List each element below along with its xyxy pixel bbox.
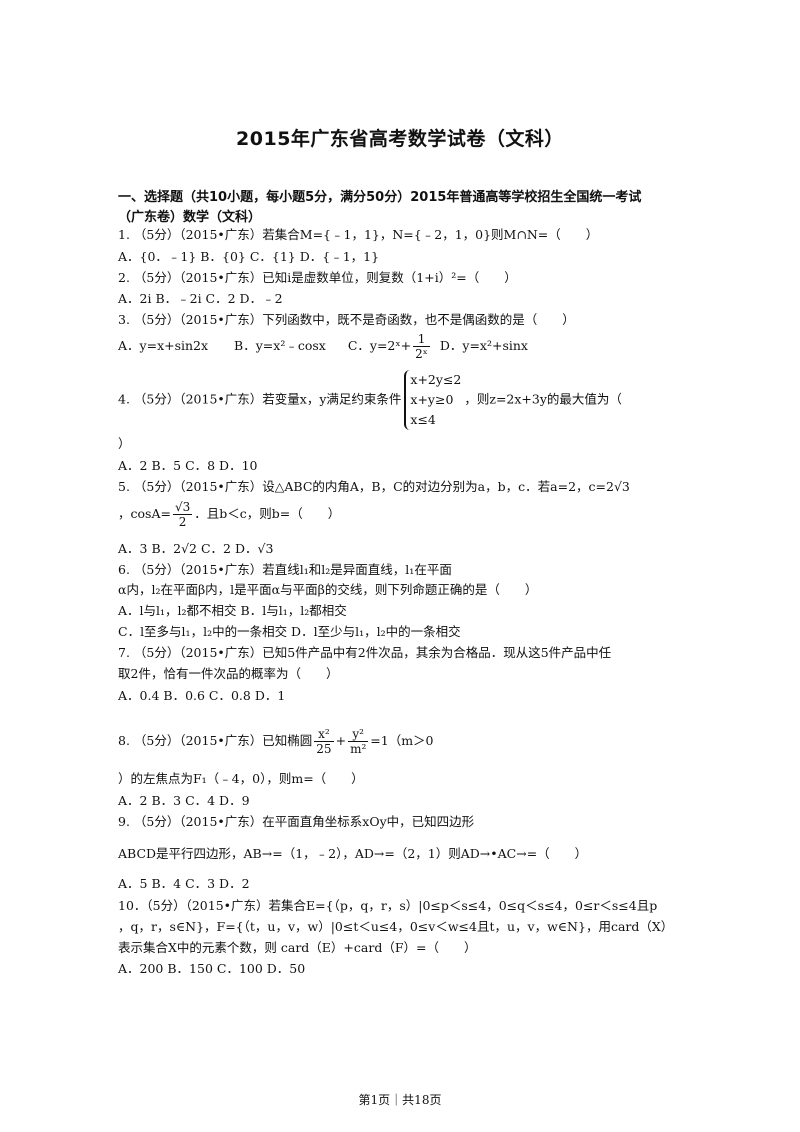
question-10-stem-2: ，q，r，s∈N}，F={（t，u，v，w）|0≤t＜u≤4，0≤v＜w≤4且t… <box>118 919 674 934</box>
q4-constraint-1: x+2y≤2 <box>410 372 462 387</box>
question-8-stem-2: ）的左焦点为F₁（﹣4，0），则m=（ ） <box>118 771 364 786</box>
q5-frac-numerator: √3 <box>172 500 193 515</box>
question-4-stem-end: ） <box>118 436 131 451</box>
q8-stem-suffix: =1（m＞0 <box>370 733 434 748</box>
section-heading-line1: 一、选择题（共10小题，每小题5分，满分50分）2015年普通高等学校招生全国统… <box>118 190 642 205</box>
question-2-stem: 2. （5分）（2015•广东）已知i是虚数单位，则复数（1+i）²=（ ） <box>118 270 517 285</box>
q8-frac-x-denominator: 25 <box>316 742 332 756</box>
q4-stem-prefix: 4. （5分）（2015•广东）若变量x，y满足约束条件 <box>118 391 402 407</box>
question-10-stem-3: 表示集合X中的元素个数，则 card（E）+card（F）=（ ） <box>118 940 477 955</box>
question-5-stem: 5. （5分）（2015•广东）设△ABC的内角A，B，C的对边分别为a，b，c… <box>118 479 630 494</box>
q3-frac-numerator: 1 <box>413 332 430 347</box>
q8-stem-prefix: 8. （5分）（2015•广东）已知椭圆 <box>118 733 313 748</box>
question-1-stem: 1. （5分）（2015•广东）若集合M={﹣1，1}，N={﹣2，1，0}则M… <box>118 227 599 242</box>
q8-plus: + <box>335 733 347 748</box>
page-title: 2015年广东省高考数学试卷（文科） <box>236 128 564 150</box>
question-7-stem-1: 7. （5分）（2015•广东）已知5件产品中有2件次品，其余为合格品．现从这5… <box>118 645 612 660</box>
question-5-options: A．3 B．2√2 C．2 D．√3 <box>118 541 274 556</box>
question-10-options: A．200 B．150 C．100 D．50 <box>118 961 306 976</box>
q5-cos-prefix: ，cosA= <box>118 506 171 521</box>
question-8-options: A．2 B．3 C．4 D．9 <box>118 793 250 808</box>
question-9-stem-2: ABCD是平行四边形，AB→=（1，﹣2），AD→=（2，1）则AD→•AC→=… <box>118 846 588 861</box>
q3-option-c-prefix: C．y=2ˣ+ <box>347 338 412 353</box>
question-4-options: A．2 B．5 C．8 D．10 <box>118 458 258 473</box>
question-6-stem-2: α内，l₂在平面β内，l是平面α与平面β的交线，则下列命题正确的是（ ） <box>118 582 538 597</box>
question-6-options-cd: C．l至多与l₁，l₂中的一条相交 D．l至少与l₁，l₂中的一条相交 <box>118 624 461 639</box>
section-heading-line2: （广东卷）数学（文科） <box>118 210 262 225</box>
q3-option-a: A．y=x+sin2x <box>118 338 209 353</box>
question-10-stem-1: 10．（5分）（2015•广东）若集合E={（p，q，r，s）|0≤p＜s≤4，… <box>118 898 658 913</box>
question-6-options-ab: A．l与l₁，l₂都不相交 B．l与l₁，l₂都相交 <box>118 603 347 618</box>
question-1-options: A．{0．﹣1} B．{0} C．{1} D．{﹣1，1} <box>118 249 380 264</box>
question-7-options: A．0.4 B．0.6 C．0.8 D．1 <box>118 688 286 703</box>
q5-cos-suffix: ．且b＜c，则b=（ ） <box>194 506 341 521</box>
question-9-stem-1: 9. （5分）（2015•广东）在平面直角坐标系xOy中，已知四边形 <box>118 814 475 829</box>
q3-frac-denominator: 2ˣ <box>415 347 428 361</box>
q8-frac-y-numerator: y² <box>348 727 369 742</box>
question-3-stem: 3. （5分）（2015•广东）下列函数中，既不是奇函数，也不是偶函数的是（ ） <box>118 312 575 327</box>
question-9-options: A．5 B．4 C．3 D．2 <box>118 876 250 891</box>
q8-frac-x-numerator: x² <box>314 727 334 742</box>
q4-constraint-2: x+y≥0 <box>410 392 454 407</box>
question-2-options: A．2i B．﹣2i C．2 D．﹣2 <box>118 291 283 306</box>
question-6-stem-1: 6. （5分）（2015•广东）若直线l₁和l₂是异面直线，l₁在平面 <box>118 562 452 577</box>
q4-constraint-system: x+2y≤2 x+y≥0 x≤4 <box>404 370 461 430</box>
q5-frac-denominator: 2 <box>178 515 187 529</box>
page-footer: 第1页｜共18页 <box>358 1093 442 1107</box>
q3-option-b: B．y=x²﹣cosx <box>234 338 326 353</box>
q3-option-d: D．y=x²+sinx <box>439 338 528 353</box>
q4-stem-suffix: ，则z=2x+3y的最大值为（ <box>464 391 622 407</box>
q4-constraint-3: x≤4 <box>410 412 436 427</box>
q8-frac-y-denominator: m² <box>350 742 367 756</box>
question-7-stem-2: 取2件，恰有一件次品的概率为（ ） <box>118 666 339 681</box>
